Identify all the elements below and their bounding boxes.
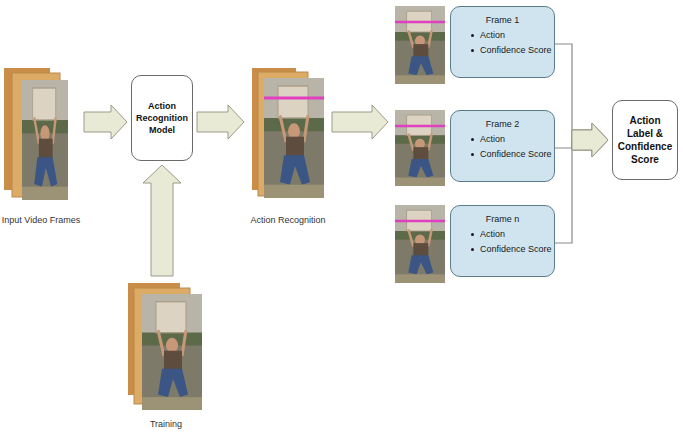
model-box: Action Recognition Model — [131, 75, 193, 161]
image-label: Input Video Frames — [2, 215, 80, 225]
text-row: Frame n — [455, 212, 550, 227]
frame-panel: Frame n ActionConfidence Score — [450, 205, 555, 277]
bullet-dot — [471, 153, 474, 156]
arrow-shape — [143, 165, 181, 276]
text-row: Action Recognition — [250, 215, 325, 226]
result-box: Action Label & Confidence Score — [612, 100, 678, 180]
frame-thumbnail — [395, 110, 445, 186]
arrow-shape — [84, 105, 127, 139]
frame-title: Frame n — [486, 214, 520, 224]
frame-panel: Frame 1 ActionConfidence Score — [450, 6, 555, 78]
merge-line — [555, 140, 572, 148]
text-row: Training — [150, 419, 182, 430]
box-label: Action Label & Confidence Score — [618, 115, 672, 165]
frame-thumbnail — [395, 6, 445, 84]
block-arrow — [197, 105, 244, 139]
bullet-dot — [471, 138, 474, 141]
text-row: Frame 2 — [455, 117, 550, 132]
text-row: Action — [455, 227, 550, 242]
arrow-shape — [572, 123, 608, 157]
bullet-dot — [471, 248, 474, 251]
arrow-shape — [197, 105, 244, 139]
block-arrow — [555, 123, 608, 157]
block-arrow — [332, 105, 388, 139]
image-label: Training — [150, 419, 182, 429]
text-row: Action — [455, 28, 550, 43]
frame-result: Frame n ActionConfidence Score — [392, 203, 555, 283]
frame-title: Frame 1 — [486, 15, 520, 25]
bullet-dot — [471, 233, 474, 236]
merge-line — [555, 140, 572, 243]
training-frames: Training — [125, 280, 207, 430]
video-frames: Input Video Frames — [2, 66, 80, 226]
training-frame-stack — [128, 283, 202, 410]
text-row: Confidence Score — [455, 43, 550, 58]
block-arrow — [555, 123, 608, 243]
frame-item: Action — [480, 132, 505, 147]
recognition-frame-stack — [252, 68, 324, 198]
text-row: Confidence Score — [455, 147, 550, 162]
block-arrow — [84, 105, 127, 139]
bullet-dot — [471, 34, 474, 37]
image-label: Action Recognition — [250, 215, 325, 225]
text-row: Frame 1 — [455, 13, 550, 28]
frame-title: Frame 2 — [486, 119, 520, 129]
frame-item: Confidence Score — [480, 242, 552, 257]
frame-thumbnail — [395, 205, 445, 283]
text-row: Action — [455, 132, 550, 147]
arrow-shape — [332, 105, 388, 139]
box-label: Action Recognition Model — [136, 101, 188, 135]
bullet-dot — [471, 49, 474, 52]
text-row: Input Video Frames — [2, 215, 80, 226]
text-row: Confidence Score — [455, 242, 550, 257]
frame-result: Frame 1 ActionConfidence Score — [392, 4, 555, 84]
frame-item: Action — [480, 227, 505, 242]
recognition-frames: Action Recognition — [248, 66, 328, 226]
video-frame-stack — [4, 68, 68, 200]
arrow-shape — [572, 123, 608, 157]
block-arrow — [555, 44, 608, 157]
text-row: Action Recognition Model — [135, 100, 189, 136]
frame-result: Frame 2 ActionConfidence Score — [392, 108, 555, 188]
frame-panel: Frame 2 ActionConfidence Score — [450, 110, 555, 182]
frame-item: Action — [480, 28, 505, 43]
frame-item: Confidence Score — [480, 147, 552, 162]
merge-line — [555, 44, 572, 140]
text-row: Action Label & Confidence Score — [616, 114, 674, 166]
frame-item: Confidence Score — [480, 43, 552, 58]
arrow-shape — [572, 123, 608, 157]
block-arrow — [143, 165, 181, 276]
